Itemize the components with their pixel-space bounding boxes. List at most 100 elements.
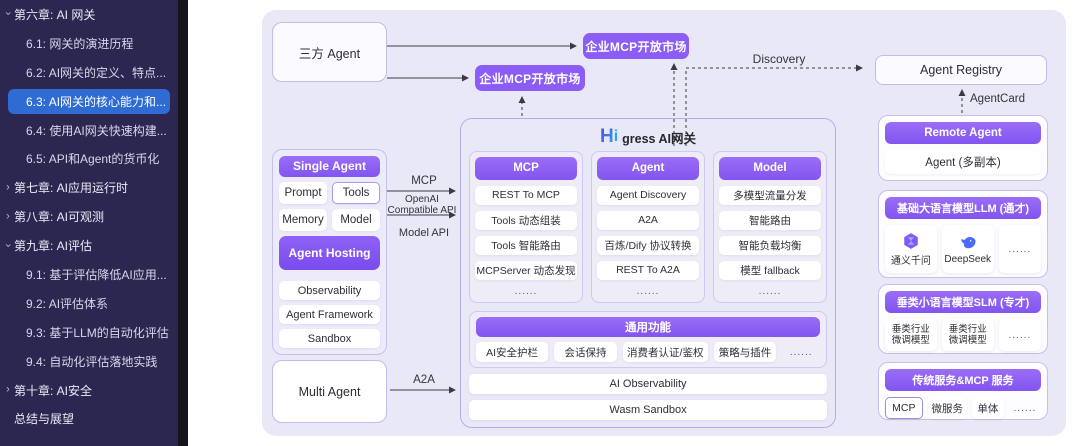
sidebar-item-chapter10[interactable]: › 第十章: AI安全 [0,376,178,405]
deepseek-model-cell: DeepSeek [941,225,994,273]
column-cell: 智能负载均衡 [719,235,821,255]
sidebar-scrollbar[interactable] [178,0,188,446]
sidebar-item-9-1[interactable]: 9.1: 基于评估降低AI应用... [0,260,178,289]
agent-registry-box: Agent Registry [875,55,1047,85]
sidebar-item-6-2[interactable]: 6.2: AI网关的定义、特点... [0,58,178,87]
memory-cell: Memory [279,208,327,231]
single-agent-header: Single Agent [279,156,380,177]
sandbox-cell: Sandbox [279,329,380,348]
slm-cell-label: 垂类行业 微调模型 [891,323,930,347]
column-cell: REST To MCP [475,185,577,205]
higress-logo-text: gress AI网关 [622,131,697,146]
observability-cell: Observability [279,281,380,301]
sidebar-item-label: 6.5: API和Agent的货币化 [26,152,160,167]
enterprise-mcp-market-top: 企业MCP开放市场 [583,33,689,59]
tongyi-icon [904,232,918,249]
column-header: MCP [475,157,577,180]
sidebar-item-label: 第九章: AI评估 [14,239,93,254]
legacy-services-card: 传统服务&MCP 服务 MCP 微服务 单体 ...... [878,362,1048,420]
common-feature-cell: 会话保持 [554,342,617,362]
sidebar-item-label: 6.1: 网关的演进历程 [26,36,134,51]
gateway-column-model: Model 多模型流量分发 智能路由 智能负载均衡 模型 fallback ..… [713,151,827,303]
chevron-right-icon: › [6,210,10,223]
chevron-right-icon: › [6,383,10,396]
sidebar-item-label: 6.3: AI网关的核心能力和... [26,94,167,109]
mcp-edge-label: MCP [411,175,437,187]
agent-framework-cell: Agent Framework [279,305,380,325]
remote-agent-card: Remote Agent Agent (多副本) [878,115,1048,181]
column-cell: 百炼/Dify 协议转换 [597,235,699,255]
column-cell: Tools 动态组装 [475,210,577,230]
openai-line1: OpenAI [405,194,439,205]
sidebar-item-label: 9.3: 基于LLM的自动化评估 [26,325,169,340]
ai-observability-bar: AI Observability [469,374,827,394]
multi-agent-box: Multi Agent [272,360,387,423]
prompt-cell: Prompt [279,181,327,204]
column-dots: ...... [636,285,660,297]
sidebar-item-9-4[interactable]: 9.4: 自动化评估落地实践 [0,347,178,376]
sidebar-item-label: 第七章: AI应用运行时 [14,181,129,196]
common-feature-cell: AI安全护栏 [476,342,549,362]
sidebar-item-chapter8[interactable]: › 第八章: AI可观测 [0,202,178,231]
sidebar-item-6-1[interactable]: 6.1: 网关的演进历程 [0,29,178,58]
sidebar-item-9-3[interactable]: 9.3: 基于LLM的自动化评估 [0,318,178,347]
sidebar-item-label: 第十章: AI安全 [14,383,93,398]
sidebar-item-chapter6[interactable]: › 第六章: AI 网关 [0,0,178,29]
openai-line2: Compatible API [387,205,457,216]
column-header: Model [719,157,821,180]
column-cell: 模型 fallback [719,260,821,280]
common-feature-dots: ...... [789,346,813,358]
deepseek-icon [961,236,976,248]
common-feature-cell: 消费者认证/鉴权 [622,342,708,362]
sidebar-item-summary[interactable]: 总结与展望 [0,404,178,433]
slm-more-cell: ...... [998,319,1042,351]
slm-header: 垂类小语言模型SLM (专才) [885,291,1041,313]
chevron-right-icon: › [6,181,10,194]
agent-hosting-block: Agent Hosting [279,235,380,271]
slm-cell: 垂类行业 微调模型 [941,319,994,351]
sidebar-item-label: 第八章: AI可观测 [14,210,105,225]
gateway-column-agent: Agent Agent Discovery A2A 百炼/Dify 协议转换 R… [591,151,705,303]
common-feature-cell: 策略与插件 [713,342,777,362]
common-features-header: 通用功能 [476,317,820,337]
tools-cell: Tools [332,181,380,204]
legacy-more: ...... [1013,402,1037,414]
sidebar-item-6-5[interactable]: 6.5: API和Agent的货币化 [0,144,178,173]
higress-gateway-container: H i gress AI网关 MCP REST To MCP Tools 动态组… [460,118,836,428]
model-name: DeepSeek [944,253,992,265]
column-cell: A2A [597,210,699,230]
gateway-column-mcp: MCP REST To MCP Tools 动态组装 Tools 智能路由 MC… [469,151,583,303]
openai-api-edge-label: OpenAI Compatible API [382,194,462,216]
higress-logo-i-icon: i [613,128,619,145]
sidebar-item-label: 9.4: 自动化评估落地实践 [26,354,158,369]
slm-cell-label: 垂类行业 微调模型 [948,323,987,347]
llm-more-cell: ...... [998,225,1042,273]
sidebar-item-label: 总结与展望 [14,412,75,427]
mcp-market-label: 企业MCP开放市场 [585,39,687,54]
slm-card: 垂类小语言模型SLM (专才) 垂类行业 微调模型 垂类行业 微调模型 ....… [878,284,1048,354]
third-party-agent-label: 三方 Agent [298,46,361,61]
sidebar-item-chapter9[interactable]: › 第九章: AI评估 [0,231,178,260]
column-header: Agent [597,157,699,180]
sidebar-item-label: 第六章: AI 网关 [14,7,96,22]
remote-agent-header: Remote Agent [885,122,1041,144]
legacy-mcp-cell: MCP [885,397,923,419]
column-cell: 多模型流量分发 [719,185,821,205]
mcp-market-label: 企业MCP开放市场 [479,71,581,86]
sidebar-item-label: 6.4: 使用AI网关快速构建... [26,123,167,138]
sidebar-item-6-4[interactable]: 6.4: 使用AI网关快速构建... [0,116,178,145]
common-features-card: 通用功能 AI安全护栏 会话保持 消费者认证/鉴权 策略与插件 ...... [469,311,827,368]
model-api-edge-label: Model API [398,227,450,239]
third-party-agent-box: 三方 Agent [272,22,387,82]
agent-registry-label: Agent Registry [920,63,1002,77]
sidebar-item-9-2[interactable]: 9.2: AI评估体系 [0,289,178,318]
sidebar-item-chapter7[interactable]: › 第七章: AI应用运行时 [0,173,178,202]
wasm-sandbox-bar: Wasm Sandbox [469,400,827,420]
sidebar-item-6-3-selected[interactable]: 6.3: AI网关的核心能力和... [0,87,178,116]
chevron-down-icon: › [2,12,14,16]
agentcard-edge-label: AgentCard [970,93,1025,105]
column-cell: MCPServer 动态发现 [475,260,577,280]
column-cell: Agent Discovery [597,185,699,205]
tongyi-model-cell: 通义千问 [885,225,937,273]
higress-logo-h-icon: H [599,126,614,147]
